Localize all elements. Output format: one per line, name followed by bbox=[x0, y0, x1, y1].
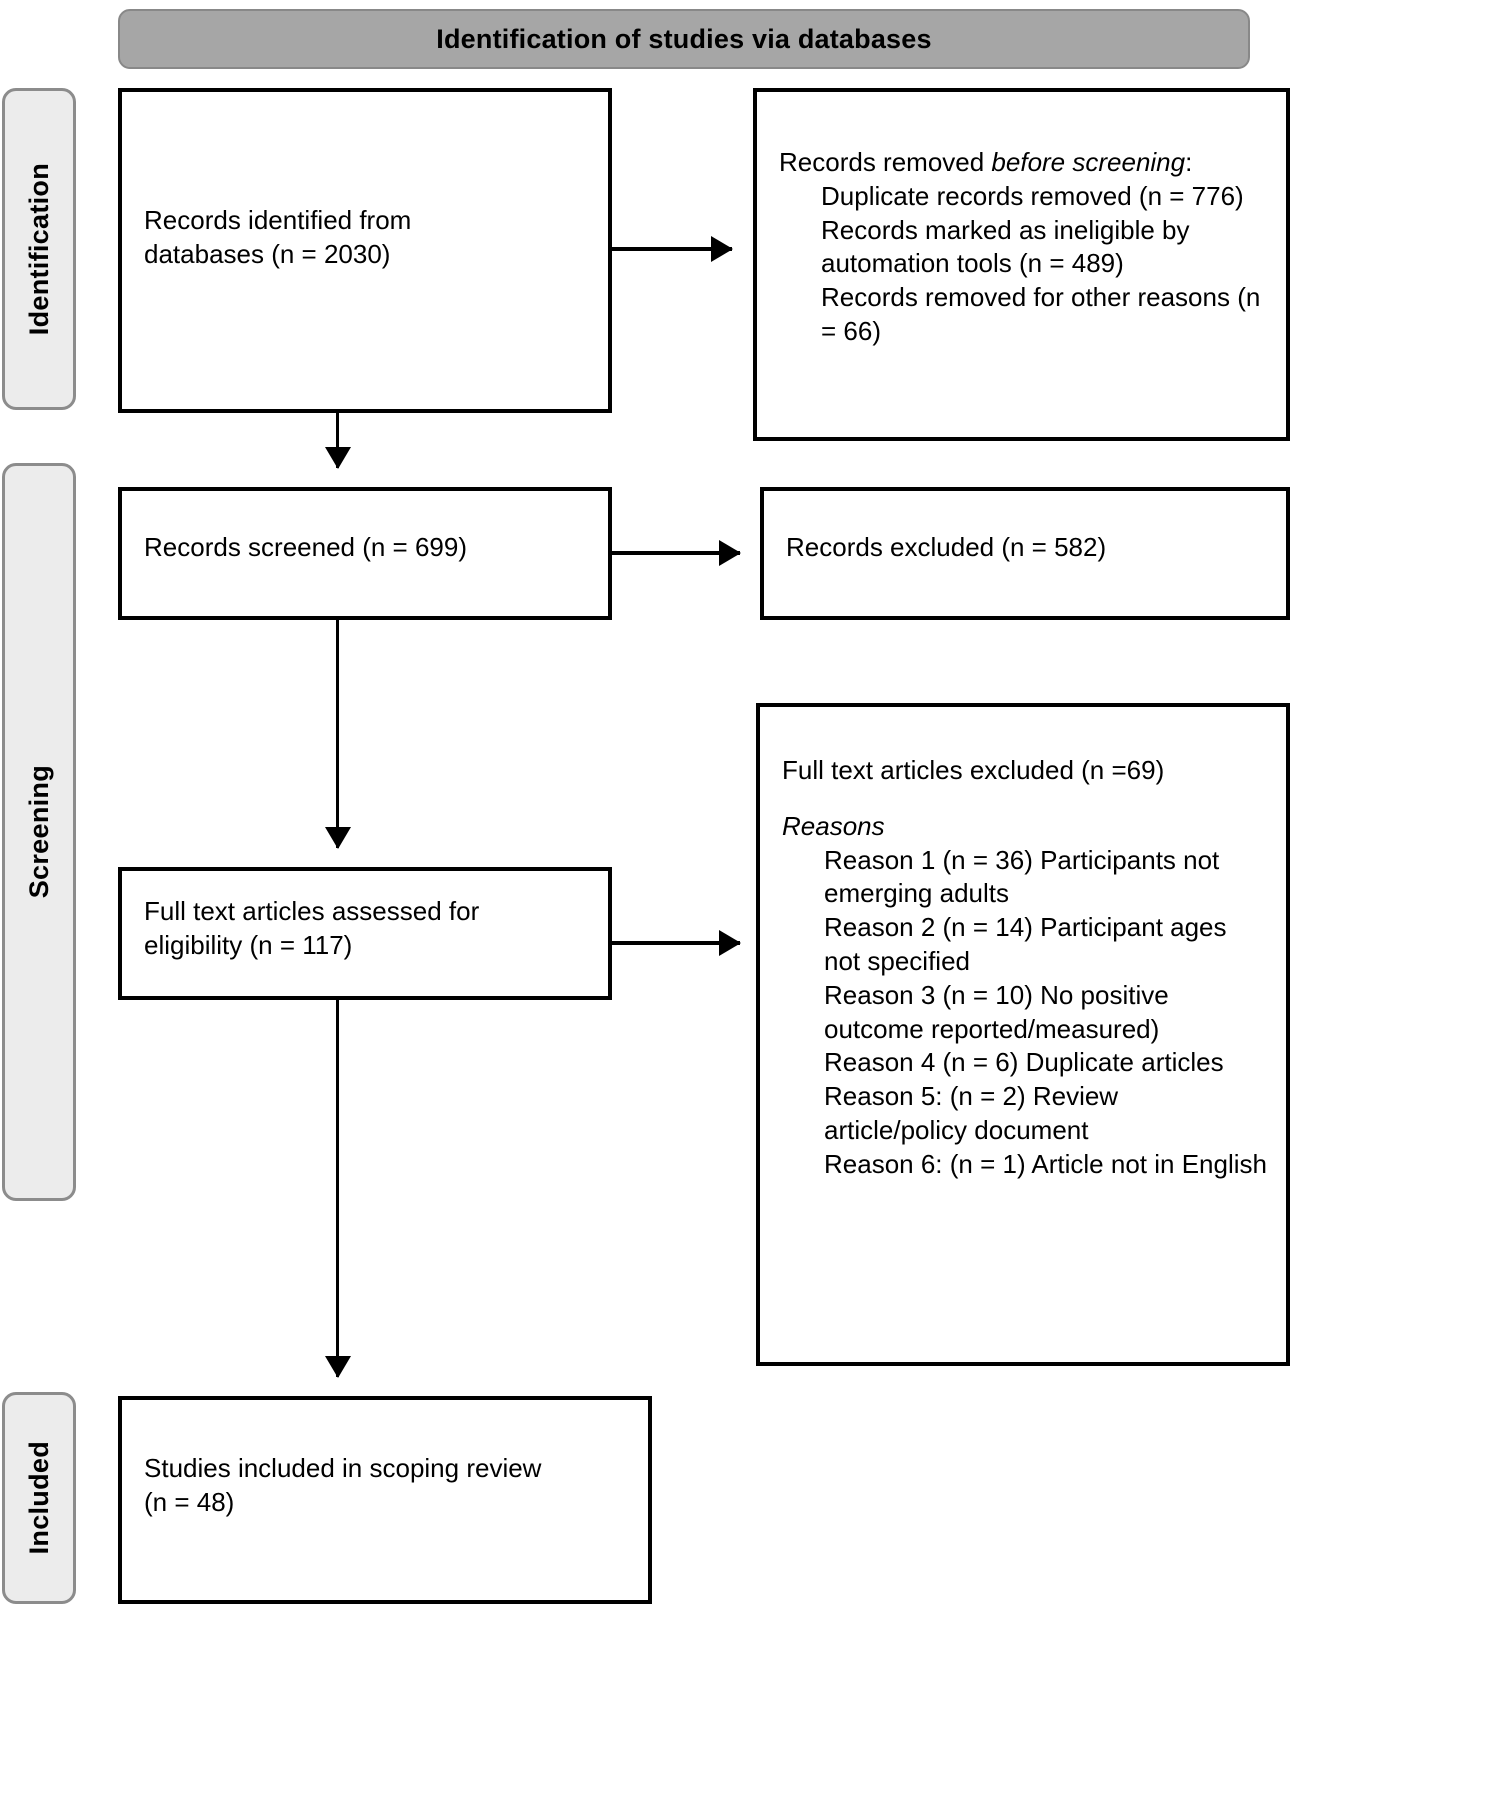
fulltext-assessed-line1: Full text articles assessed for bbox=[144, 896, 480, 926]
box-records-screened: Records screened (n = 699) bbox=[118, 487, 612, 620]
phase-label-identification: Identification bbox=[2, 88, 76, 410]
box-records-excluded: Records excluded (n = 582) bbox=[760, 487, 1290, 620]
records-identified-line1: Records identified from bbox=[144, 205, 412, 235]
reason-item-6: Reason 6: (n = 1) Article not in English bbox=[824, 1148, 1267, 1179]
box-records-identified: Records identified from databases (n = 2… bbox=[118, 88, 612, 413]
arrow-fulltext-to-included-icon bbox=[325, 1000, 351, 1378]
records-removed-item-duplicates: Duplicate records removed (n = 776) bbox=[821, 180, 1244, 211]
records-screened-text: Records screened (n = 699) bbox=[144, 532, 468, 562]
arrow-fulltext-to-reasons-icon bbox=[612, 930, 741, 956]
records-identified-line2: databases (n = 2030) bbox=[144, 238, 391, 269]
fulltext-excluded-title: Full text articles excluded (n =69) bbox=[782, 755, 1165, 785]
studies-included-line2: (n = 48) bbox=[144, 1486, 235, 1517]
box-fulltext-assessed: Full text articles assessed for eligibil… bbox=[118, 867, 612, 1000]
reasons-subheading: Reasons bbox=[782, 810, 885, 841]
phase-label-included-text: Included bbox=[23, 1441, 54, 1555]
box-records-removed-before-screening: Records removed before screening: Duplic… bbox=[753, 88, 1290, 441]
arrow-screened-to-excluded-icon bbox=[612, 540, 741, 566]
arrow-identified-to-removed-icon bbox=[612, 236, 733, 262]
box-fulltext-excluded-reasons: Full text articles excluded (n =69) Reas… bbox=[756, 703, 1290, 1366]
box-studies-included: Studies included in scoping review (n = … bbox=[118, 1396, 652, 1604]
arrow-screened-to-fulltext-icon bbox=[325, 620, 351, 849]
phase-label-screening-text: Screening bbox=[23, 765, 54, 899]
reason-item-2: Reason 2 (n = 14) Participant ages not s… bbox=[824, 912, 1227, 976]
phase-label-screening: Screening bbox=[2, 463, 76, 1201]
banner-title: Identification of studies via databases bbox=[436, 23, 932, 54]
records-removed-item-automation: Records marked as ineligible by automati… bbox=[821, 214, 1190, 279]
records-removed-heading-emphasis: before screening bbox=[991, 147, 1186, 177]
records-removed-heading-c: : bbox=[1185, 147, 1193, 177]
arrow-identified-to-screened-icon bbox=[325, 413, 351, 469]
phase-label-included: Included bbox=[2, 1392, 76, 1604]
reason-item-1: Reason 1 (n = 36) Participants not emerg… bbox=[824, 844, 1220, 909]
records-excluded-text: Records excluded (n = 582) bbox=[786, 532, 1107, 562]
reasons-spacer bbox=[782, 788, 1268, 810]
records-removed-item-other: Records removed for other reasons (n = 6… bbox=[821, 282, 1261, 346]
phase-label-identification-text: Identification bbox=[23, 162, 54, 336]
fulltext-assessed-line2: eligibility (n = 117) bbox=[144, 929, 353, 960]
reason-item-5: Reason 5: (n = 2) Review article/policy … bbox=[824, 1081, 1119, 1145]
studies-included-line1: Studies included in scoping review bbox=[144, 1453, 542, 1483]
records-removed-heading-a: Records removed bbox=[779, 147, 992, 177]
reason-item-4: Reason 4 (n = 6) Duplicate articles bbox=[824, 1047, 1224, 1078]
diagram-banner-identification-databases: Identification of studies via databases bbox=[118, 9, 1250, 69]
records-removed-heading: Records removed before screening: bbox=[779, 146, 1268, 180]
reason-item-3: Reason 3 (n = 10) No positive outcome re… bbox=[824, 979, 1169, 1044]
